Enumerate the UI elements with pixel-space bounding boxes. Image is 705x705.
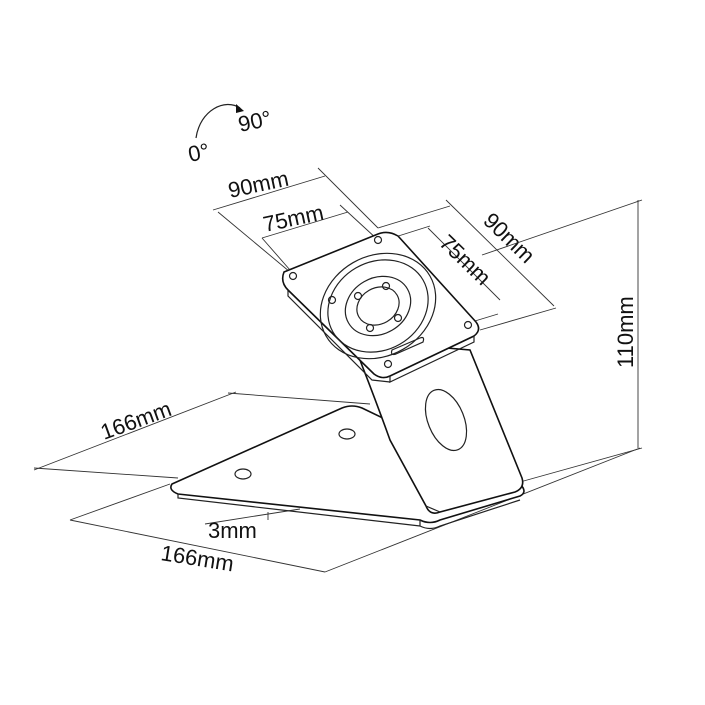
vesa-hole-4 <box>383 359 393 369</box>
rotating-disc <box>319 252 437 360</box>
dim-height: 110mm <box>481 199 643 483</box>
cable-slot <box>424 388 468 452</box>
rotation-arrow-icon <box>236 104 244 113</box>
disc-slot <box>390 336 425 356</box>
vesa-hole-2 <box>288 271 298 281</box>
center-hole <box>356 286 400 326</box>
svg-text:3mm: 3mm <box>208 518 257 543</box>
svg-text:166mm: 166mm <box>97 396 174 445</box>
svg-text:75mm: 75mm <box>261 200 326 237</box>
dim-thickness: 3mm <box>204 508 301 543</box>
upright-arm <box>350 339 524 514</box>
rotation-start-label: 0° <box>186 138 212 167</box>
vesa-hole-1 <box>373 235 383 245</box>
base-hole-2 <box>234 468 252 480</box>
rotation-arc <box>195 103 241 139</box>
stand <box>170 231 525 530</box>
svg-text:166mm: 166mm <box>159 540 235 576</box>
vesa-hole-3 <box>463 320 473 330</box>
base-plate-edge <box>419 499 521 530</box>
rotation-indicator: 0° 90° <box>186 103 274 167</box>
svg-text:75mm: 75mm <box>435 230 496 290</box>
svg-text:90mm: 90mm <box>226 166 291 203</box>
svg-text:110mm: 110mm <box>613 296 638 368</box>
base-hole-1 <box>338 428 356 440</box>
